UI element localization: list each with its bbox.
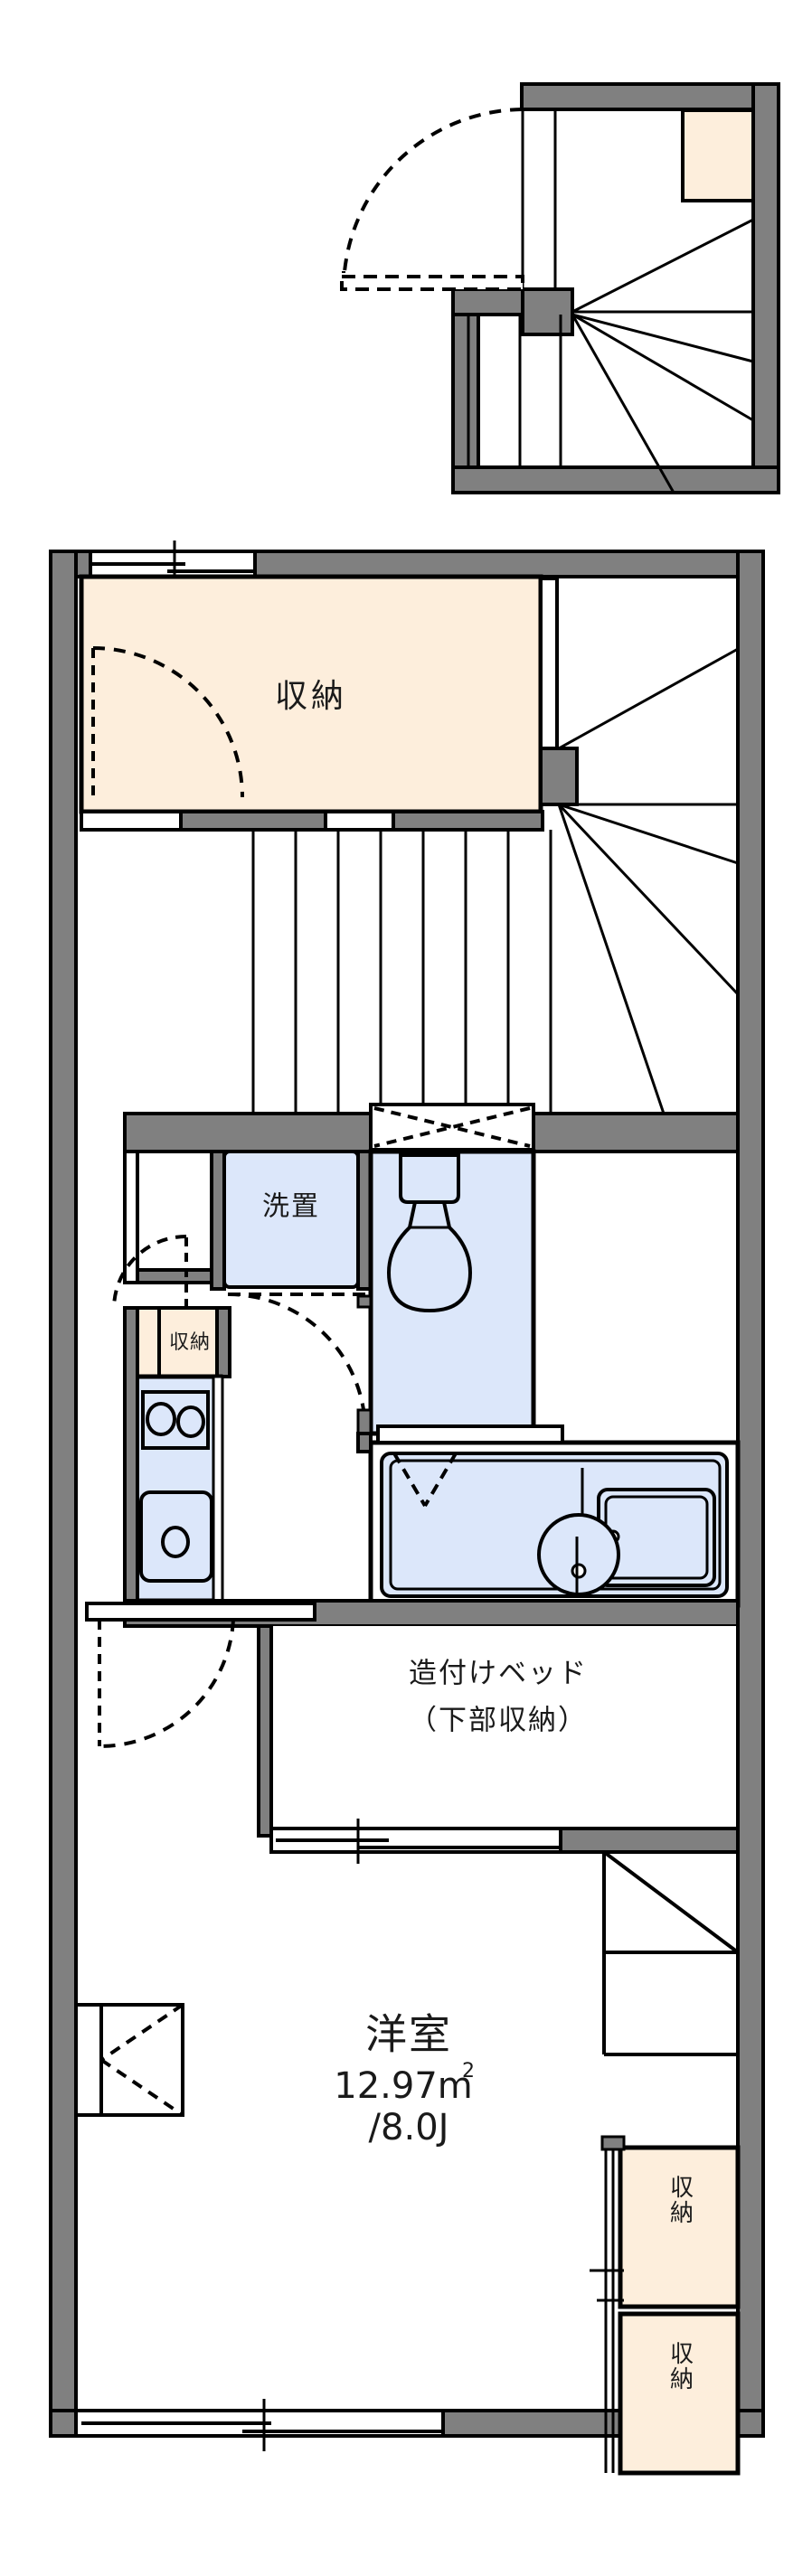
washer-wall-left (210, 1150, 226, 1291)
entrance-door-panel (340, 275, 524, 291)
main-room-name: 洋室 (365, 2010, 452, 2059)
hall-wall-stub (123, 1150, 139, 1284)
unit-bath-door[interactable] (392, 1452, 458, 1508)
kitchen-closet-wall (215, 1306, 231, 1378)
kitchen-unit (127, 1374, 224, 1603)
unit-bath-door-head (376, 1424, 564, 1444)
right-alcove (602, 1850, 740, 2056)
closet-right-lower[interactable]: 収納 (618, 2311, 741, 2476)
shoe-box-cabinet (681, 108, 755, 202)
closet-right-lower-area (618, 2311, 741, 2476)
toilet-vent (369, 1103, 535, 1152)
main-room-label-group: 洋室 12.97m 2 /8.0J (334, 2010, 475, 2149)
toilet-door-jamb (356, 1294, 373, 1435)
closet-right-upper-label-char1: 収納 (666, 2175, 694, 2225)
kitchen-counter-edge (212, 1375, 224, 1603)
toilet-bowl (386, 1200, 473, 1313)
bed-bottom-wall-right (559, 1827, 740, 1854)
wash-basin-drain (571, 1563, 587, 1579)
right-closet-head-jamb (600, 2135, 626, 2151)
stair-newel-post (539, 747, 579, 806)
closet-top-label: 収納 (275, 678, 347, 715)
upper-entrance-hall (467, 108, 753, 467)
closet-top[interactable]: 収納 (79, 574, 543, 814)
wash-basin (537, 1513, 620, 1596)
closet-top-wall-strip (80, 810, 544, 832)
bed-left-wall (257, 1624, 273, 1838)
closet-right-lower-label-char1: 収納 (666, 2341, 694, 2392)
built-in-bed-label-2: （下部収納） (409, 1705, 588, 1737)
kitchen-sink-drain (161, 1526, 190, 1558)
stove-burner-right (176, 1406, 205, 1438)
unit-bath (368, 1424, 741, 1608)
main-room-inner-edges (74, 575, 740, 2411)
closet-top-post (539, 577, 559, 750)
built-in-bed: 造付けベッド （下部収納） (259, 1626, 738, 1836)
main-room-jo: /8.0J (369, 2107, 449, 2148)
main-plan-group: 収納 (49, 541, 765, 2476)
main-room-area: 12.97m (334, 2065, 472, 2107)
window-bed (269, 1819, 562, 1864)
upper-outer-wall (451, 82, 780, 494)
closet-top-area (79, 574, 543, 814)
toilet-cistern (399, 1153, 460, 1204)
hall-door[interactable] (85, 1602, 316, 1749)
bath-corner-wall (356, 1432, 373, 1453)
stove-burner-left (146, 1402, 176, 1436)
kitchen-left-wall (123, 1306, 139, 1603)
upper-stair-treads (571, 218, 754, 494)
kitchen-closet-label: 収納 (169, 1331, 211, 1354)
kitchen-closet-door-arc (112, 1235, 187, 1309)
kitchen-closet[interactable]: 収納 (112, 1235, 219, 1378)
entrance-door[interactable] (340, 108, 524, 291)
main-stairs (251, 647, 740, 1114)
hall-door-arc (99, 1619, 235, 1749)
washer-space: 洗置 (222, 1150, 360, 1289)
closet-right-upper-area (618, 2145, 741, 2309)
built-in-bed-area (259, 1626, 738, 1836)
upper-plan-group (340, 82, 780, 494)
built-in-bed-label-1: 造付けベッド (409, 1658, 588, 1690)
washer-door-arc (227, 1293, 367, 1433)
toilet-room (368, 1149, 536, 1436)
closet-right-upper[interactable]: 収納 (618, 2145, 741, 2309)
kitchen-closet-area (128, 1306, 219, 1378)
hall-door-head (85, 1602, 316, 1622)
right-closet-doors[interactable] (590, 2148, 624, 2473)
entrance-door-arc (342, 108, 523, 288)
main-room-area-superscript: 2 (462, 2060, 475, 2082)
washer-space-label: 洗置 (262, 1191, 320, 1223)
bathtub-inner (604, 1495, 709, 1580)
window-left (74, 2003, 184, 2117)
washer-door[interactable] (227, 1293, 367, 1433)
window-bottom (74, 2399, 445, 2451)
